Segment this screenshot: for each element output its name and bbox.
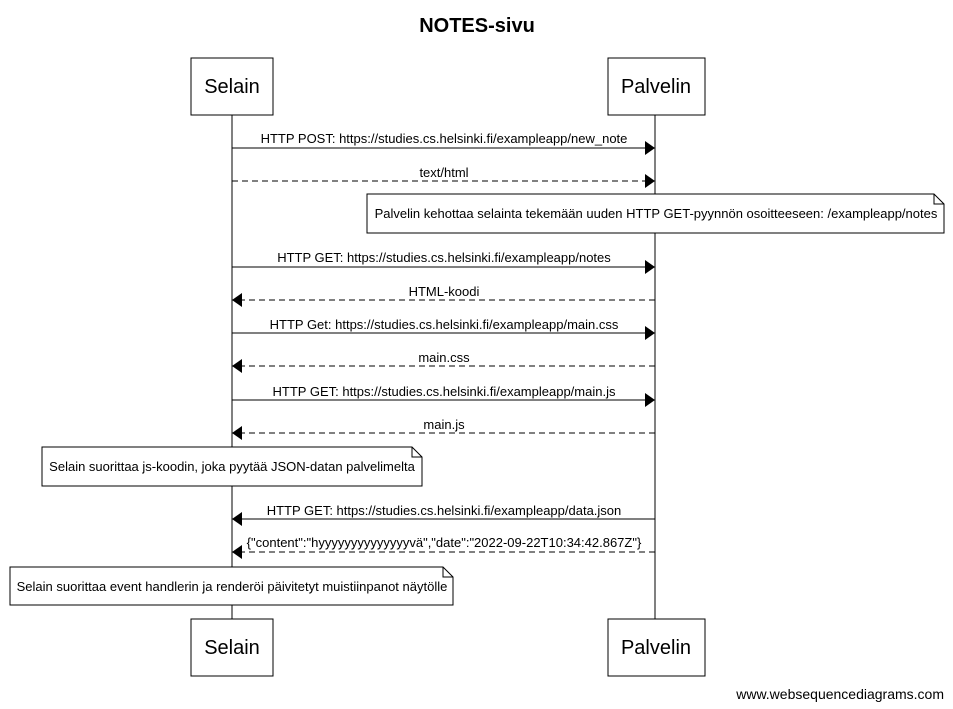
message-label: text/html xyxy=(419,165,468,180)
message-json-content: {"content":"hyyyyyyyyyyyyyyvä","date":"2… xyxy=(232,535,655,559)
message-get-data-json: HTTP GET: https://studies.cs.helsinki.fi… xyxy=(232,503,655,526)
actor-browser-bottom-label: Selain xyxy=(204,637,260,659)
actor-browser-top-label: Selain xyxy=(204,76,260,98)
note-js-execution: Selain suorittaa js-koodin, joka pyytää … xyxy=(41,446,423,487)
note-redirect: Palvelin kehottaa selainta tekemään uude… xyxy=(366,193,945,234)
message-main-js: main.js xyxy=(232,417,655,440)
note-render: Selain suorittaa event handlerin ja rend… xyxy=(9,566,454,606)
note-label: Selain suorittaa event handlerin ja rend… xyxy=(17,579,448,594)
actor-server-top: Palvelin xyxy=(607,57,706,116)
message-post-new-note: HTTP POST: https://studies.cs.helsinki.f… xyxy=(232,131,655,155)
message-label: HTTP Get: https://studies.cs.helsinki.fi… xyxy=(270,317,619,332)
message-get-main-css: HTTP Get: https://studies.cs.helsinki.fi… xyxy=(232,317,655,340)
diagram-title: NOTES-sivu xyxy=(419,15,535,37)
message-label: {"content":"hyyyyyyyyyyyyyyvä","date":"2… xyxy=(247,535,642,550)
actor-browser-bottom: Selain xyxy=(190,618,274,677)
note-label: Selain suorittaa js-koodin, joka pyytää … xyxy=(49,459,415,474)
message-label: HTTP GET: https://studies.cs.helsinki.fi… xyxy=(273,384,616,399)
message-label: HTTP GET: https://studies.cs.helsinki.fi… xyxy=(277,250,611,265)
message-label: main.js xyxy=(423,417,465,432)
message-label: HTTP GET: https://studies.cs.helsinki.fi… xyxy=(267,503,622,518)
note-label: Palvelin kehottaa selainta tekemään uude… xyxy=(375,206,938,221)
actor-server-bottom-label: Palvelin xyxy=(621,637,691,659)
actor-server-top-label: Palvelin xyxy=(621,76,691,98)
message-html-koodi: HTML-koodi xyxy=(232,284,655,307)
message-main-css: main.css xyxy=(232,350,655,373)
actor-server-bottom: Palvelin xyxy=(607,618,706,677)
message-label: HTTP POST: https://studies.cs.helsinki.f… xyxy=(261,131,628,146)
message-label: HTML-koodi xyxy=(409,284,480,299)
message-get-main-js: HTTP GET: https://studies.cs.helsinki.fi… xyxy=(232,384,655,407)
message-text-html: text/html xyxy=(232,165,655,188)
actor-browser-top: Selain xyxy=(190,57,274,116)
message-get-notes: HTTP GET: https://studies.cs.helsinki.fi… xyxy=(232,250,655,274)
footer-watermark: www.websequencediagrams.com xyxy=(735,686,944,702)
message-label: main.css xyxy=(418,350,470,365)
